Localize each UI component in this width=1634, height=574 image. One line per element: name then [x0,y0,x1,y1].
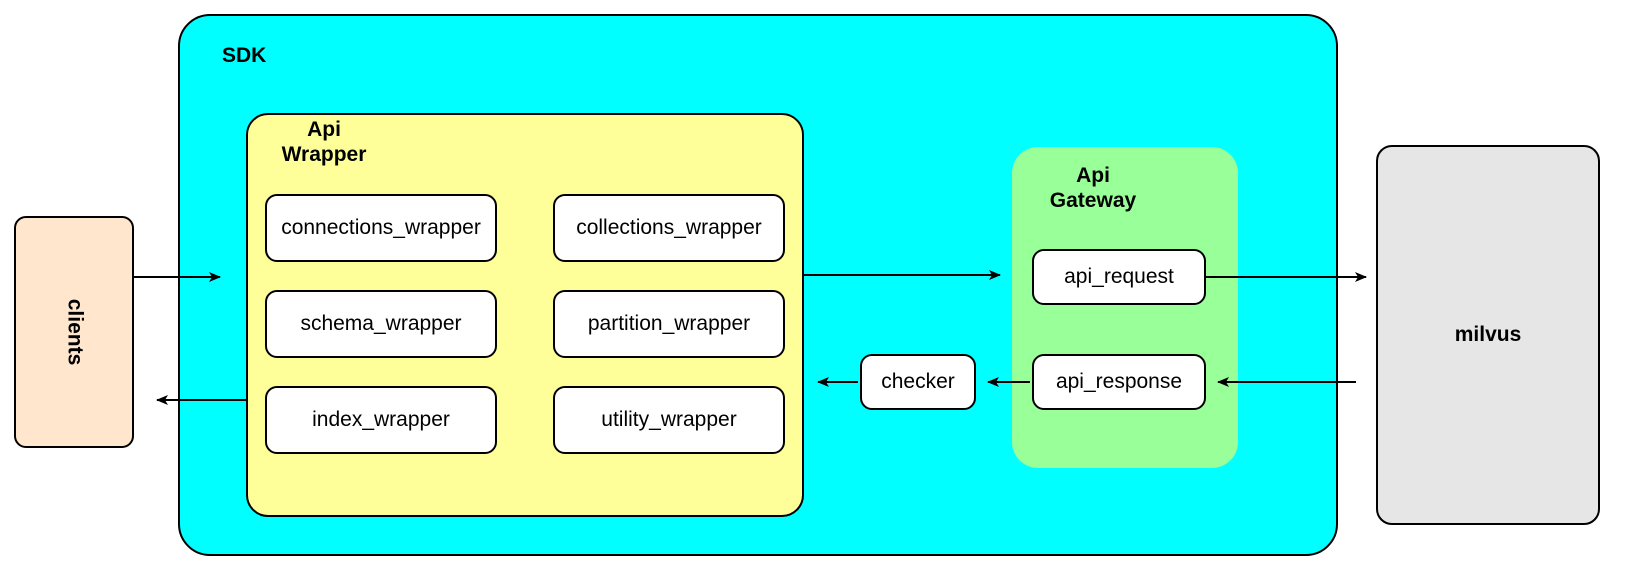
node-utility-wrapper[interactable]: utility_wrapper [553,386,785,454]
container-api-gateway[interactable] [1012,147,1238,468]
node-collections-wrapper[interactable]: collections_wrapper [553,194,785,262]
node-clients[interactable]: clients [14,216,134,448]
node-index-wrapper[interactable]: index_wrapper [265,386,497,454]
container-api-gateway-label: Api Gateway [1049,164,1137,212]
container-api-wrapper-label: Api Wrapper [281,118,367,166]
node-api-response[interactable]: api_response [1032,354,1206,410]
node-milvus[interactable]: milvus [1376,145,1600,525]
node-checker[interactable]: checker [860,354,976,410]
node-connections-wrapper[interactable]: connections_wrapper [265,194,497,262]
node-schema-wrapper[interactable]: schema_wrapper [265,290,497,358]
node-clients-label: clients [63,298,86,366]
node-partition-wrapper[interactable]: partition_wrapper [553,290,785,358]
node-api-request[interactable]: api_request [1032,249,1206,305]
container-sdk-label: SDK [222,44,267,67]
